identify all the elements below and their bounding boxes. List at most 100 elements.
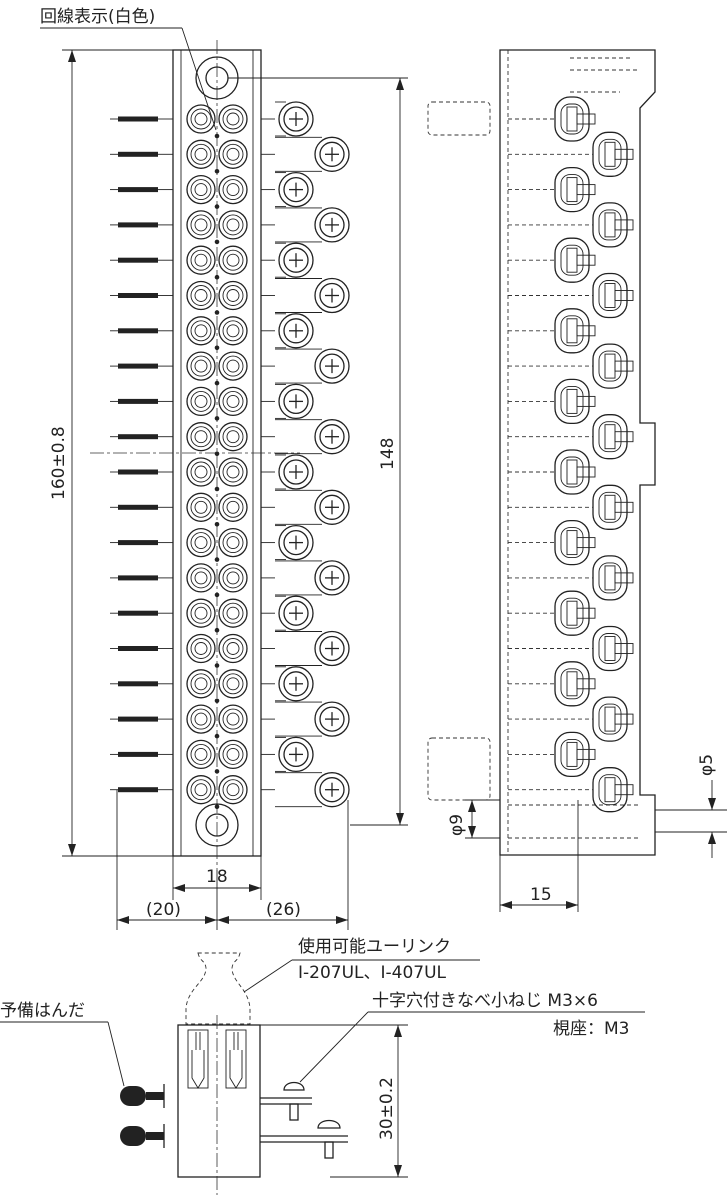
clip-tab <box>576 325 596 337</box>
clip-screw <box>604 141 616 167</box>
side-clip <box>508 378 596 425</box>
jack-inner <box>194 536 208 550</box>
jack-inner <box>226 536 240 550</box>
jack-inner <box>226 606 240 620</box>
terminal-row <box>110 527 275 562</box>
insert-spec-label: 梘座：M3 <box>553 1019 629 1039</box>
jack-outer <box>186 633 216 664</box>
terminal-row <box>110 492 275 527</box>
clip-outer <box>554 308 590 354</box>
indicator-dot <box>214 274 220 280</box>
clip-screw <box>604 353 616 379</box>
jack-outer <box>186 492 216 522</box>
clip-inner <box>560 244 584 276</box>
front-view <box>90 40 350 870</box>
clip-tab <box>614 219 634 231</box>
jack-inner <box>194 324 208 338</box>
screw-head <box>319 141 345 167</box>
screw-head <box>319 565 345 591</box>
clip-screw <box>566 741 578 767</box>
jack-outer <box>218 492 248 522</box>
solder-lead <box>118 328 158 334</box>
clip-screw <box>566 247 578 273</box>
clip-screw <box>604 565 616 591</box>
clip-inner <box>598 774 622 806</box>
clip-tab <box>576 466 596 478</box>
clip-screw <box>604 636 616 661</box>
jack-mid <box>190 673 212 695</box>
screw-washer <box>278 383 314 420</box>
clip-outer <box>554 166 590 213</box>
jack-outer <box>218 104 248 134</box>
indicator-dot <box>214 310 220 315</box>
jack-mid <box>190 496 212 518</box>
terminal-row <box>110 457 275 492</box>
jack-inner <box>194 147 208 161</box>
screw-washer <box>278 666 314 702</box>
screw-head <box>283 106 309 132</box>
clip-inner <box>560 738 584 770</box>
jack-mid <box>190 708 212 730</box>
jack-outer <box>218 280 248 311</box>
clip-tab <box>614 360 634 372</box>
screw <box>275 207 350 243</box>
terminal-row <box>110 104 275 139</box>
jack-outer <box>186 563 216 593</box>
clip-tab <box>614 784 634 796</box>
clip-inner <box>560 385 584 417</box>
jack-outer <box>218 775 248 805</box>
clip-inner <box>598 280 622 311</box>
screw-head <box>283 388 309 415</box>
screw-washer <box>314 560 350 596</box>
screw <box>275 277 350 314</box>
solder-lead <box>118 434 158 440</box>
clip-screw <box>566 106 578 132</box>
indicator-dot <box>214 663 220 668</box>
jack-outer <box>186 669 216 699</box>
terminal-row <box>110 422 275 457</box>
jack-outer <box>186 245 216 275</box>
clip-tab <box>614 713 634 725</box>
jack-mid <box>190 567 212 589</box>
terminal-row <box>110 704 275 739</box>
screw-head <box>319 494 345 520</box>
screw-washer <box>314 277 350 314</box>
clip-outer <box>554 590 590 636</box>
solder-lead <box>118 610 158 616</box>
side-clip <box>508 767 634 813</box>
indicator-dot <box>214 733 220 739</box>
side-clip <box>508 449 596 495</box>
jack-outer <box>186 739 216 770</box>
clip-outer <box>554 661 590 707</box>
side-clip <box>508 661 596 707</box>
jack-inner <box>226 253 240 267</box>
side-clip <box>508 237 596 283</box>
jack-mid <box>222 673 244 695</box>
solder-lead <box>118 116 158 122</box>
screw-washer <box>314 701 350 737</box>
clip-inner <box>560 668 584 700</box>
jack-mid <box>222 602 244 624</box>
screw-head <box>319 777 345 803</box>
jack-outer <box>186 174 216 205</box>
bottom-view <box>120 952 348 1195</box>
jack-mid <box>190 779 212 801</box>
screw-head <box>283 529 309 556</box>
jack-inner <box>226 642 240 655</box>
indicator-dot <box>214 239 220 245</box>
indicator-dot <box>214 169 220 174</box>
screw-washer <box>278 101 314 137</box>
screw-head <box>319 282 345 309</box>
jack-inner <box>226 183 240 197</box>
jack-inner <box>194 183 208 197</box>
screw-head <box>283 671 309 697</box>
jack-inner <box>226 712 240 726</box>
screw <box>275 242 314 278</box>
bottom-screws <box>260 1081 348 1159</box>
jack-outer <box>186 422 216 452</box>
jack-inner <box>194 571 208 585</box>
jack-inner <box>226 324 240 338</box>
jack-mid <box>190 108 212 130</box>
side-view <box>427 49 656 856</box>
